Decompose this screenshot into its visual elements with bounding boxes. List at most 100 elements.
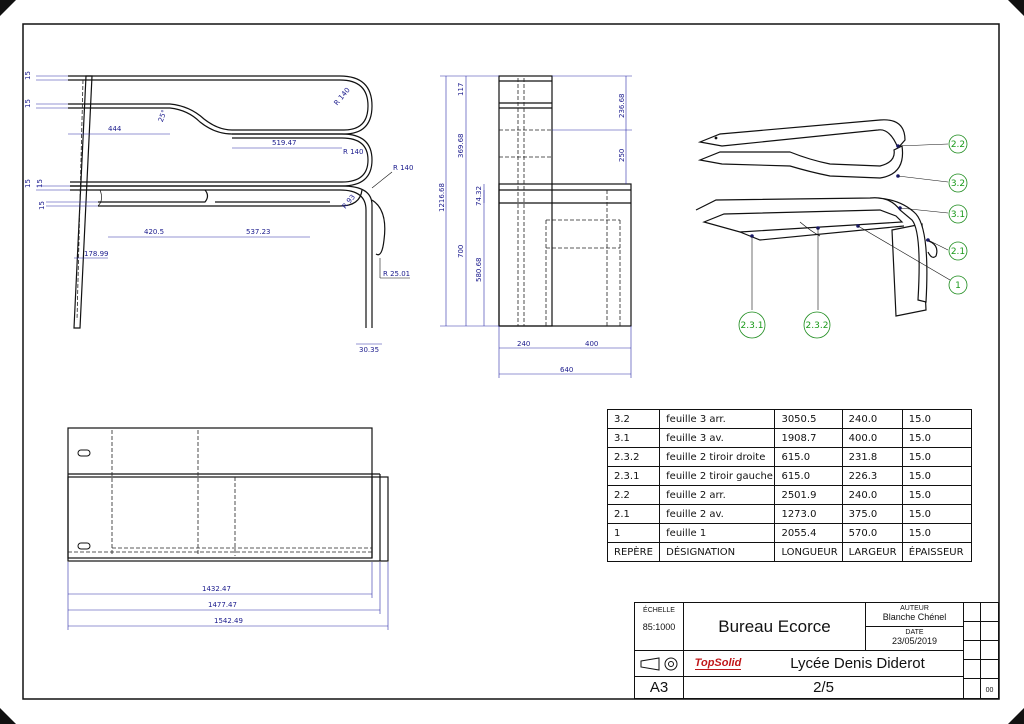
logo-cell: TopSolid: [684, 651, 752, 677]
dim-25deg: 25°: [157, 109, 169, 123]
svg-text:1: 1: [955, 281, 961, 291]
dim-15c: 15: [24, 179, 32, 188]
bom-cell: LONGUEUR: [774, 542, 843, 562]
svg-text:2.3.2: 2.3.2: [806, 321, 829, 331]
bom-cell: 240.0: [841, 409, 903, 429]
dim-369: 369.68: [457, 134, 465, 159]
revision-column-b: 00: [981, 603, 998, 698]
bom-cell: 15.0: [901, 504, 973, 524]
callouts: 2.2 3.2 3.1 2.1 1 2.3.1 2.3.2: [738, 134, 968, 339]
bom-cell: 3.2: [606, 409, 661, 429]
sheet-frame: [22, 23, 1000, 700]
dim-1542: 1542.49: [214, 617, 243, 625]
school-name: Lycée Denis Diderot: [752, 651, 964, 677]
dim-15b: 15: [24, 99, 32, 108]
bom-cell: feuille 1: [659, 523, 776, 543]
date-label: DATE: [905, 629, 924, 636]
bom-cell: 2055.4: [774, 523, 843, 543]
callout-2-2: 2.2: [948, 134, 968, 154]
bom-cell: 15.0: [901, 428, 973, 448]
bom-cell: 15.0: [901, 466, 973, 486]
scale-value: 85:1000: [642, 622, 676, 632]
isometric-view: [695, 119, 951, 317]
bom-cell: LARGEUR: [841, 542, 903, 562]
bom-cell: REPÈRE: [606, 542, 661, 562]
bom-cell: feuille 3 arr.: [659, 409, 776, 429]
bom-cell: 1908.7: [774, 428, 843, 448]
bom-cell: 615.0: [774, 466, 843, 486]
title-block: ÉCHELLE 85:1000 Bureau Ecorce AUTEUR Bla…: [634, 602, 999, 699]
dim-580: 580.68: [475, 258, 483, 283]
svg-text:3.2: 3.2: [951, 179, 965, 189]
dim-4205: 420.5: [144, 228, 164, 236]
dim-15a: 15: [24, 71, 32, 80]
dim-400: 400: [585, 340, 598, 348]
bom-cell: feuille 3 av.: [659, 428, 776, 448]
bom-cell: feuille 2 tiroir droite: [659, 447, 776, 467]
dim-r140b: R 140: [343, 148, 363, 156]
side-view: [68, 75, 386, 329]
date-value: 23/05/2019: [891, 636, 938, 646]
dim-r140a: R 140: [332, 86, 351, 107]
revision-index: 00: [985, 687, 994, 694]
dim-519: 519.47: [272, 139, 297, 147]
dim-236: 236.68: [618, 94, 626, 119]
callout-1: 1: [948, 275, 968, 295]
bom-cell: 2.3.1: [606, 466, 661, 486]
dim-250: 250: [618, 149, 626, 162]
svg-text:3.1: 3.1: [951, 210, 965, 220]
callout-3-2: 3.2: [948, 173, 968, 193]
bom-cell: 15.0: [901, 447, 973, 467]
front-view-dimensions: 1216.68 117 369.68 700 580.68 74.32 236.…: [438, 75, 632, 378]
dim-r2501: R 25.01: [383, 270, 410, 278]
projection-cell: [635, 651, 684, 677]
dim-r140c: R 140: [393, 164, 413, 172]
bom-cell: ÉPAISSEUR: [901, 542, 973, 562]
top-view: [67, 427, 389, 562]
callout-2-1: 2.1: [948, 241, 968, 261]
bom-cell: 1: [606, 523, 661, 543]
bom-cell: 2.1: [606, 504, 661, 524]
bom-cell: 15.0: [901, 485, 973, 505]
bom-cell: DÉSIGNATION: [659, 542, 776, 562]
dim-7432: 74.32: [475, 186, 483, 206]
bom-cell: 3050.5: [774, 409, 843, 429]
date-cell: DATE 23/05/2019: [866, 627, 964, 651]
dim-1216: 1216.68: [438, 183, 446, 212]
bom-cell: 375.0: [841, 504, 903, 524]
author-cell: AUTEUR Blanche Chénel: [866, 603, 964, 627]
bom-cell: 2.3.2: [606, 447, 661, 467]
dim-1477: 1477.47: [208, 601, 237, 609]
revision-column-a: [964, 603, 981, 698]
drawing-title: Bureau Ecorce: [684, 603, 866, 651]
front-view: [498, 75, 632, 327]
sheet-number: 2/5: [684, 677, 964, 698]
dim-240: 240: [517, 340, 530, 348]
svg-text:2.2: 2.2: [951, 140, 965, 150]
dim-15e: 15: [38, 201, 46, 210]
dim-178: 178.99: [84, 250, 109, 258]
bom-cell: 240.0: [841, 485, 903, 505]
bom-cell: feuille 2 arr.: [659, 485, 776, 505]
bom-cell: 15.0: [901, 523, 973, 543]
top-view-dimensions: 1432.47 1477.47 1542.49: [67, 562, 389, 630]
bom-cell: 2.2: [606, 485, 661, 505]
bom-cell: feuille 2 av.: [659, 504, 776, 524]
bom-cell: 15.0: [901, 409, 973, 429]
topsolid-logo: TopSolid: [694, 657, 742, 670]
bom-cell: 1273.0: [774, 504, 843, 524]
bom-cell: 400.0: [841, 428, 903, 448]
bom-cell: 615.0: [774, 447, 843, 467]
callout-2-3-2: 2.3.2: [803, 311, 831, 339]
bom-cell: feuille 2 tiroir gauche: [659, 466, 776, 486]
svg-text:2.1: 2.1: [951, 247, 965, 257]
sheet-format: A3: [635, 677, 684, 698]
